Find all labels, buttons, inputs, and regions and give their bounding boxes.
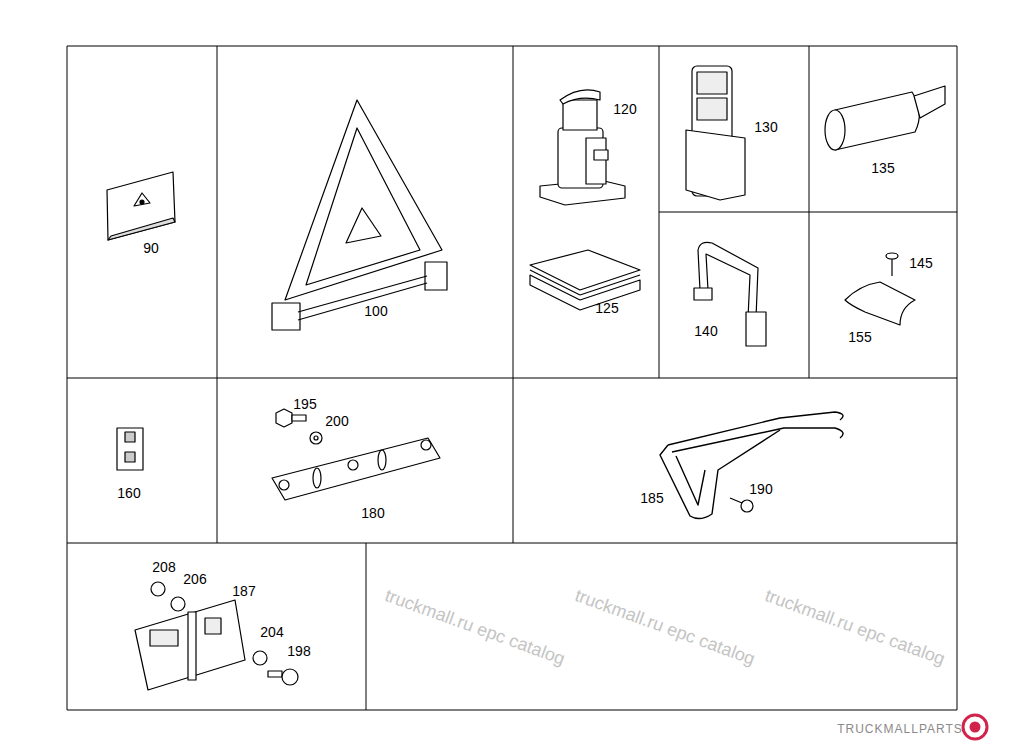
watermark: truckmall.ru epc catalog [573, 586, 758, 668]
warning-plate [107, 172, 175, 240]
strap [694, 242, 766, 346]
callout-number: 208 [152, 560, 175, 574]
callout-number: 130 [754, 120, 777, 134]
bracket [272, 438, 440, 500]
holder [686, 66, 745, 200]
callout-number: 140 [694, 324, 717, 338]
callout-number: 187 [232, 584, 255, 598]
hydraulic-jack [540, 90, 625, 205]
screw [886, 253, 898, 276]
callout-number: 155 [848, 330, 871, 344]
callout-number: 195 [293, 397, 316, 411]
callout-number: 180 [361, 506, 384, 520]
bolt [276, 409, 306, 427]
logo-gear [963, 715, 987, 739]
screw [730, 498, 753, 512]
callout-number: 90 [143, 241, 159, 255]
callout-number: 204 [260, 625, 283, 639]
extinguisher [825, 86, 945, 150]
callout-number: 135 [871, 161, 894, 175]
callout-number: 125 [595, 301, 618, 315]
callout-number: 100 [364, 304, 387, 318]
base-plates [530, 250, 640, 310]
grid [67, 46, 957, 710]
washer [171, 597, 185, 611]
rubber-block [117, 428, 143, 470]
warning-triangle [272, 100, 447, 330]
watermark: truckmall.ru epc catalog [383, 586, 568, 668]
frame [660, 412, 843, 519]
bolt [268, 669, 298, 685]
callout-number: 185 [640, 491, 663, 505]
washer [151, 582, 165, 596]
clip [845, 282, 915, 325]
callout-number: 160 [117, 486, 140, 500]
callout-number: 200 [325, 414, 348, 428]
callout-number: 206 [183, 572, 206, 586]
callout-number: 120 [613, 102, 636, 116]
callout-number: 198 [287, 644, 310, 658]
washer [310, 432, 322, 444]
callout-number: 145 [909, 256, 932, 270]
box [135, 600, 245, 690]
washer [253, 651, 267, 665]
watermark: truckmall.ru epc catalog [763, 586, 948, 668]
callout-number: 190 [749, 482, 772, 496]
logo-text: TRUCKMALLPARTS [837, 723, 963, 735]
